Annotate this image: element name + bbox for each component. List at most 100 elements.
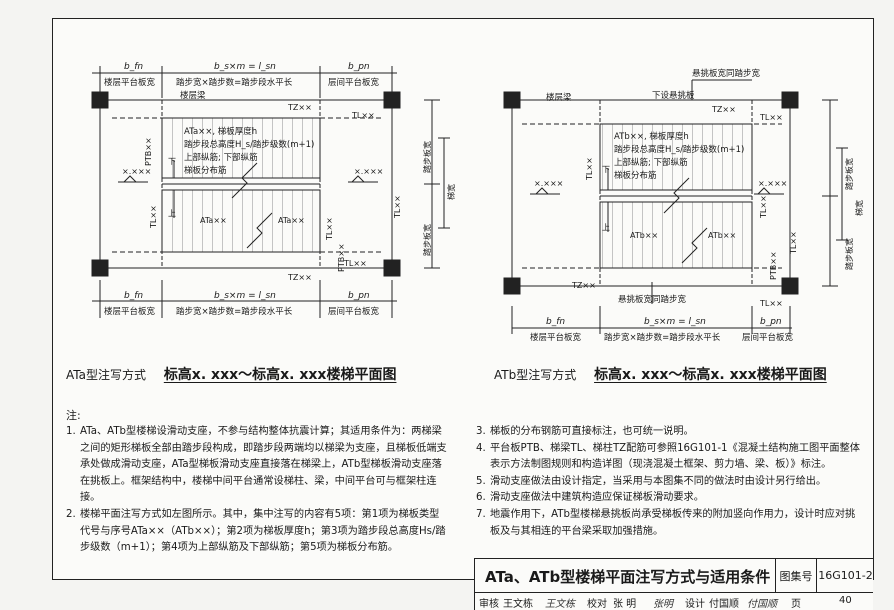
- caption-atb: ATb型注写方式 标高x. xxx～标高x. xxx楼梯平面图: [494, 364, 827, 384]
- plan-b: [503, 79, 848, 334]
- note-number: 1.: [66, 426, 76, 437]
- check-label: 校对: [587, 599, 607, 610]
- caption-atb-title: 标高x. xxx～标高x. xxx楼梯平面图: [594, 367, 827, 383]
- dim-lsn-b: b_s×m = l_sn: [644, 317, 706, 327]
- note-text: 滑动支座做法由设计指定，当采用与本图集不同的做法时由设计另行给出。: [490, 475, 827, 487]
- side-label-top-b: 踏步板宽: [844, 158, 854, 190]
- note-number: 2.: [66, 508, 76, 520]
- title-block: ATa、ATb型楼梯平面注写方式与适用条件 图集号 16G101-2 审核 王文…: [474, 558, 873, 610]
- note-number: 7.: [476, 508, 486, 520]
- title-step-length-b: 踏步宽×踏步数=踏步段水平长: [604, 332, 721, 343]
- elev-left-b: ×.×××: [534, 179, 563, 188]
- notes-right: 3. 梯板的分布钢筋可直接标注，也可统一说明。 4.平台板PTB、梯梁TL、梯柱T…: [476, 424, 864, 540]
- tl-top: TL××: [351, 111, 375, 120]
- top-note: 悬挑板宽同踏步宽: [692, 68, 761, 79]
- note-text: 地震作用下，ATb型楼梯悬挑板尚承受梯板传来的附加竖向作用力，设计时应对挑板及与…: [490, 508, 856, 537]
- elev-left: ×.×××: [122, 167, 151, 176]
- design-label: 设计: [685, 599, 705, 610]
- note-item: 7. 地震作用下，ATb型楼梯悬挑板尚承受梯板传来的附加竖向作用力，设计时应对挑板…: [476, 507, 864, 540]
- review-label: 审核: [479, 599, 499, 610]
- caption-ata-label: ATa型注写方式: [66, 368, 146, 382]
- annot-b-4: 梯板分布筋: [614, 170, 657, 181]
- annot-b-1: ATb××, 梯板厚度h: [614, 131, 689, 142]
- annot-4: 梯板分布筋: [184, 165, 227, 176]
- side-label-top: 踏步板宽: [422, 141, 432, 173]
- note-number: 5.: [476, 475, 486, 487]
- title-floor-plate: 楼层平台板宽: [104, 77, 156, 88]
- note-text: 梯板的分布钢筋可直接标注，也可统一说明。: [490, 426, 694, 437]
- title-step-length-bottom: 踏步宽×踏步数=踏步段水平长: [176, 306, 293, 317]
- notes-left: 1.ATa、ATb型楼梯设滑动支座，不参与结构整体抗震计算；其适用条件为：两梯梁…: [66, 424, 448, 557]
- title-step-length: 踏步宽×踏步数=踏步段水平长: [176, 77, 293, 88]
- up-mark: 上: [168, 209, 176, 218]
- note-text: 楼梯平面注写方式如左图所示。其中，集中注写的内容有5项：第1项为梯板类型代号与序…: [80, 508, 446, 554]
- stair-plan-drawings: b_fn b_s×m = l_sn b_pn 楼层平台板宽 踏步宽×踏步数=踏步…: [91, 62, 864, 343]
- lower-plate-label: 下设悬挑板: [652, 90, 695, 101]
- tz-top-b: TZ××: [711, 105, 736, 114]
- tl-bottom-b: TL××: [759, 299, 783, 308]
- title-mid-plate: 层间平台板宽: [328, 77, 380, 88]
- tz-top: TZ××: [287, 103, 312, 112]
- note-item: 2. 楼梯平面注写方式如左图所示。其中，集中注写的内容有5项：第1项为梯板类型代号…: [66, 507, 448, 557]
- note-item: 4.平台板PTB、梯梁TL、梯柱TZ配筋可参照16G101-1《混凝土结构施工图…: [476, 441, 864, 474]
- bottom-note: 悬挑板宽同踏步宽: [618, 294, 687, 305]
- note-item: 1.ATa、ATb型楼梯设滑动支座，不参与结构整体抗震计算；其适用条件为：两梯梁…: [66, 424, 448, 507]
- notes-heading: 注:: [66, 409, 81, 422]
- side-label-width-b: 梯宽: [854, 200, 864, 216]
- dim-bfn-bottom: b_fn: [124, 291, 143, 301]
- note-number: 3.: [476, 426, 486, 437]
- title-floor-plate-b: 楼层平台板宽: [530, 332, 582, 343]
- ptb-right: PTB××: [337, 243, 346, 272]
- elev-right-b: ×.×××: [758, 179, 787, 188]
- note-item: 5. 滑动支座做法由设计指定，当采用与本图集不同的做法时由设计另行给出。: [476, 474, 864, 491]
- annot-3: 上部纵筋; 下部纵筋: [184, 152, 258, 163]
- drawing-frame: [52, 18, 874, 580]
- side-label-bottom: 踏步板宽: [422, 224, 432, 256]
- designer-signature: 付国顺: [747, 599, 777, 610]
- elev-right: ×.×××: [354, 167, 383, 176]
- atlas-number: 16G101-2: [816, 559, 874, 592]
- tz-bottom-b: TZ××: [571, 281, 596, 290]
- plan-a: [91, 66, 450, 318]
- title-block-row-signatures: 审核 王文栋 王文栋 校对 张 明 张明 设计 付国顺 付国顺 页 40: [475, 593, 873, 610]
- side-label-bottom-b: 踏步板宽: [844, 238, 854, 270]
- atlas-label: 图集号: [775, 559, 816, 592]
- floor-beam-label-b: 楼层梁: [546, 92, 572, 103]
- tz-bottom: TZ××: [287, 273, 312, 282]
- ptb-label: PTB××: [144, 137, 153, 166]
- tl-right-b: TL××: [759, 195, 768, 219]
- tl-right: TL××: [393, 195, 402, 219]
- annot-1: ATa××, 梯板厚度h: [184, 126, 257, 137]
- caption-atb-label: ATb型注写方式: [494, 368, 577, 382]
- checker-name: 张 明: [613, 599, 637, 610]
- plan-b-labels: 悬挑板宽同踏步宽 楼层梁 下设悬挑板 TZ×× TL×× ATb××, 梯板厚度…: [530, 68, 864, 343]
- page-number: 40: [839, 595, 852, 606]
- tl-left: TL××: [149, 205, 158, 229]
- title-block-row-title: ATa、ATb型楼梯平面注写方式与适用条件 图集号 16G101-2: [475, 559, 873, 593]
- tl-mid: TL××: [325, 217, 334, 241]
- dim-lsn: b_s×m = l_sn: [214, 62, 276, 72]
- title-mid-plate-bottom: 层间平台板宽: [328, 306, 380, 317]
- flight-left-label: ATa××: [200, 216, 227, 225]
- note-item: 6. 滑动支座做法中建筑构造应保证梯板滑动要求。: [476, 490, 864, 507]
- flight-right-b: ATb××: [708, 231, 736, 240]
- caption-ata-title: 标高x. xxx～标高x. xxx楼梯平面图: [163, 367, 397, 383]
- ptb-b: PTB××: [769, 251, 778, 280]
- note-text: 平台板PTB、梯梁TL、梯柱TZ配筋可参照16G101-1《混凝土结构施工图平面…: [490, 442, 860, 471]
- tl-bottom: TL××: [343, 259, 367, 268]
- note-number: 6.: [476, 492, 486, 504]
- tl-top-b: TL××: [759, 113, 783, 122]
- page-label: 页: [791, 599, 801, 610]
- side-label-width: 梯宽: [446, 184, 456, 200]
- annot-b-3: 上部纵筋; 下部纵筋: [614, 157, 688, 168]
- dim-bpn-bottom: b_pn: [348, 291, 370, 301]
- down-mark-b: 下: [602, 165, 610, 174]
- flight-left-b: ATb××: [630, 231, 658, 240]
- caption-ata: ATa型注写方式 标高x. xxx～标高x. xxx楼梯平面图: [66, 364, 396, 384]
- note-text: 滑动支座做法中建筑构造应保证梯板滑动要求。: [490, 492, 704, 504]
- reviewer-signature: 王文栋: [545, 599, 575, 610]
- up-mark-b: 上: [602, 223, 610, 232]
- reviewer-name: 王文栋: [503, 599, 533, 610]
- tl-left-b: TL××: [585, 157, 594, 181]
- designer-name: 付国顺: [709, 599, 739, 610]
